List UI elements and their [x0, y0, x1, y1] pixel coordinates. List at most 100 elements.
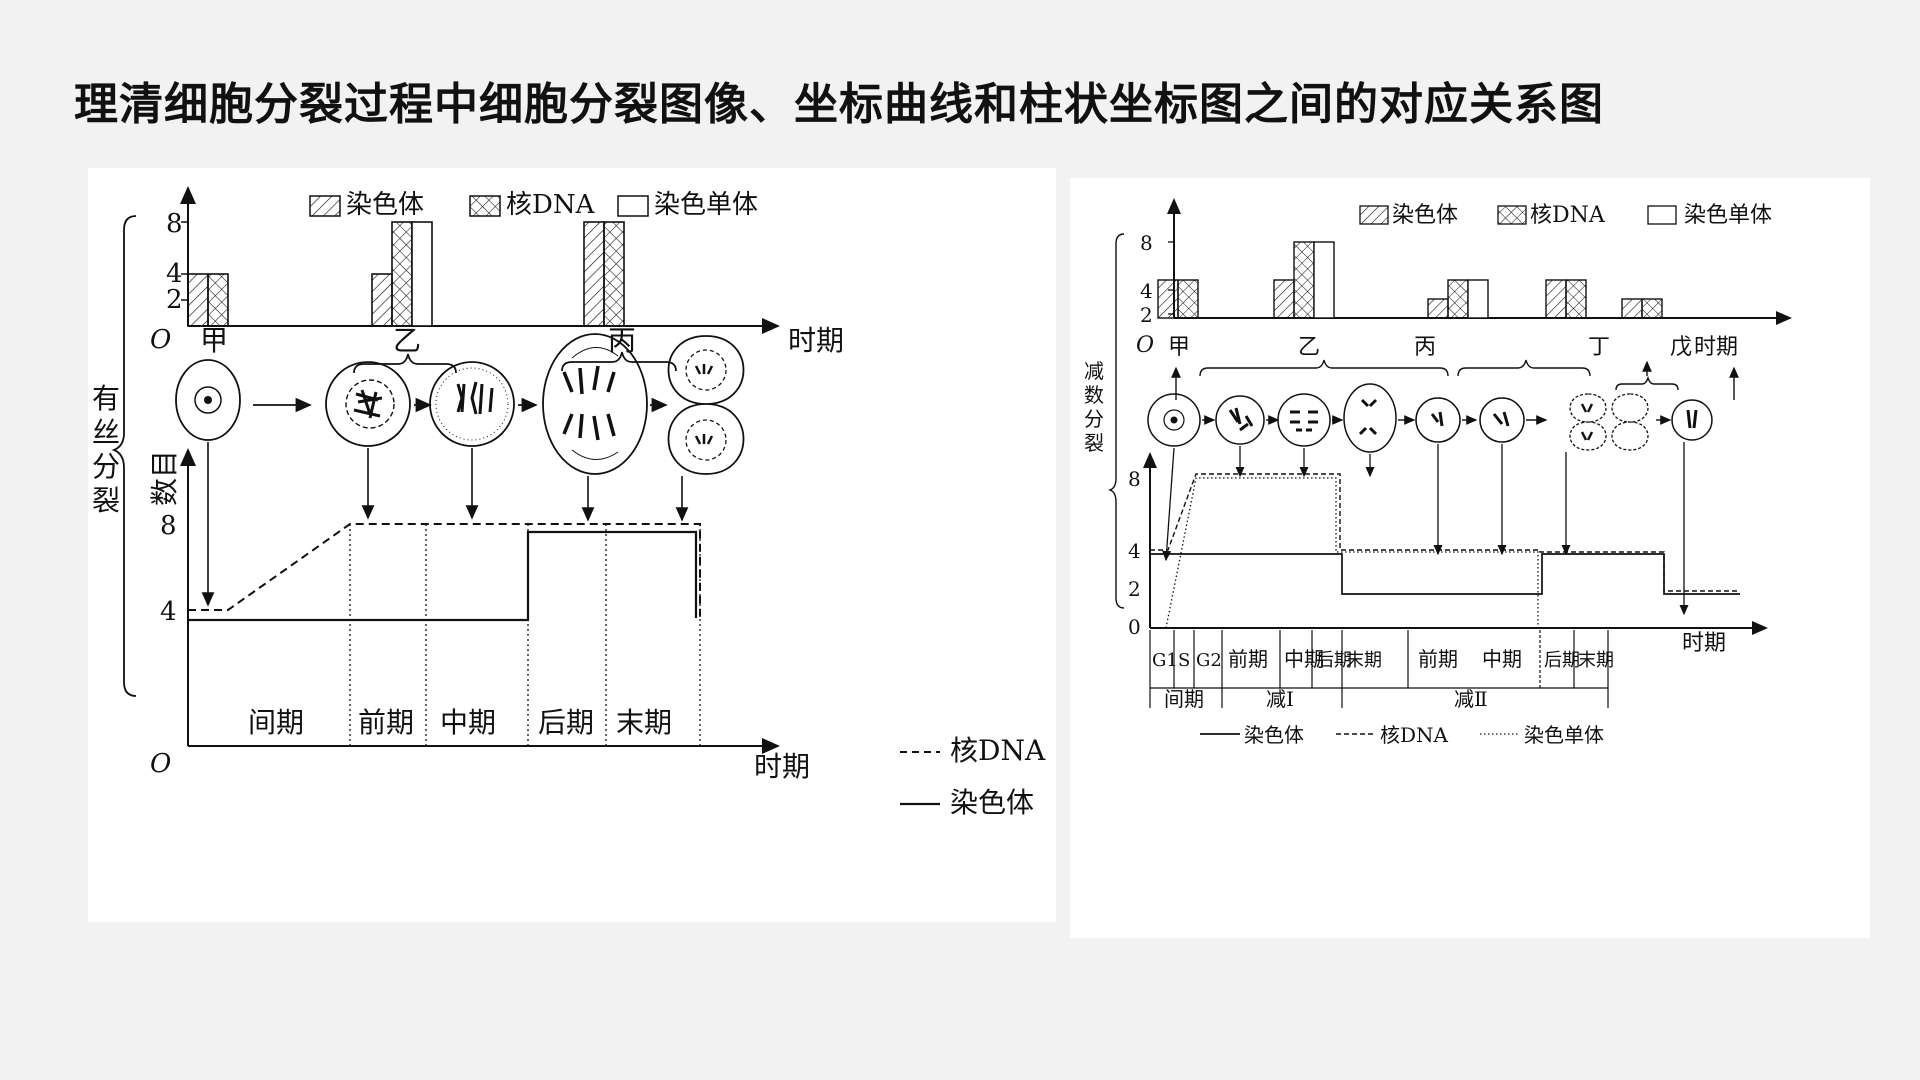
legend-chromosome-label: 染色体	[346, 190, 424, 220]
legend-dna-swatch	[469, 195, 501, 217]
legend: 染色体 核DNA 染色单体	[309, 190, 758, 220]
line-y-label: 数目	[148, 450, 181, 506]
stage-label-yi: 乙	[393, 324, 421, 357]
curve-legend-chromosome: 染色体	[1244, 723, 1304, 747]
chromosome-curve	[1150, 553, 1740, 595]
mitosis-figure: 染色体 核DNA 染色单体 8 4 2 O 时期 甲 乙 丙 有丝分裂	[88, 168, 1056, 922]
legend-dna-swatch	[1497, 205, 1527, 225]
meiosis-cells	[1147, 383, 1713, 453]
cell-metaphase	[429, 361, 515, 447]
bar-dna	[391, 221, 413, 327]
brace-yi	[353, 353, 457, 374]
legend-chromosome-swatch	[309, 195, 341, 217]
bar-dna	[1177, 279, 1199, 319]
line-chart: 8 4 2 0 时期 G1 S G2 前期 中期 后期	[1128, 452, 1768, 747]
phase-label: 中期	[1284, 647, 1324, 671]
bar-chromatid	[1313, 241, 1335, 319]
bar-dna	[1447, 279, 1469, 319]
side-label: 有丝分裂	[92, 382, 120, 517]
bar-dna	[1641, 298, 1663, 319]
bar-tick-8: 8	[166, 209, 183, 239]
bar-chart: 8 4 2 O 甲 乙 丙 丁 戊 时期	[1136, 198, 1792, 360]
brace-bing	[561, 351, 677, 372]
phase-label: 末期	[1578, 650, 1614, 671]
curve-legend-chromatid: 染色单体	[1524, 723, 1604, 747]
phase-label: G1	[1152, 650, 1178, 671]
bar-tick-2: 2	[166, 285, 183, 315]
stage-label-bing: 丙	[1414, 335, 1436, 360]
bar-dna	[207, 273, 229, 327]
phase-label: S	[1178, 650, 1190, 671]
bar-chromosome	[187, 273, 209, 327]
bar-chromosome	[1157, 279, 1179, 319]
phase-label: 末期	[616, 706, 672, 739]
chromosome-curve	[188, 530, 698, 622]
cell-telophase	[667, 335, 745, 475]
phase-label: 后期	[538, 706, 594, 739]
phase-group-label: 间期	[1164, 687, 1204, 711]
stage-label-yi: 乙	[1298, 335, 1320, 360]
line-tick-8: 8	[160, 511, 177, 541]
stage-label-bing: 丙	[608, 324, 636, 357]
dna-curve	[1150, 473, 1740, 592]
line-tick-4: 4	[1128, 539, 1141, 563]
bar-dna	[1293, 241, 1315, 319]
phase-label: 前期	[1228, 647, 1268, 671]
phase-label: 中期	[440, 706, 496, 739]
brace-yi	[1199, 359, 1449, 377]
phase-label: 前期	[358, 706, 414, 739]
slide-title: 理清细胞分裂过程中细胞分裂图像、坐标曲线和柱状坐标图之间的对应关系图	[74, 79, 1604, 130]
side-label: 减数分裂	[1084, 359, 1104, 455]
stage-label-jia: 甲	[1168, 335, 1190, 360]
bar-chromosome	[1273, 279, 1295, 319]
stage-label-ding: 丁	[1588, 335, 1610, 360]
curve-legend-chromosome: 染色体	[950, 786, 1034, 819]
meiosis-bars	[1157, 241, 1663, 319]
brace-ding	[1615, 375, 1679, 391]
chromatid-curve	[1165, 477, 1539, 629]
bar-chromosome	[1427, 298, 1449, 319]
legend-chromatid-swatch	[617, 195, 649, 217]
brace-bing	[1457, 359, 1591, 377]
cell-anaphase	[542, 333, 648, 475]
legend-chromatid-label: 染色单体	[654, 190, 758, 220]
phase-group-label: 减Ⅰ	[1266, 687, 1294, 711]
legend-chromatid-label: 染色单体	[1684, 203, 1772, 228]
cell-prophase	[325, 361, 411, 447]
bar-x-axis-label: 时期	[1694, 335, 1738, 360]
phase-label: G2	[1196, 650, 1222, 671]
phase-label: 前期	[1418, 647, 1458, 671]
curve-legend-dna: 核DNA	[1380, 723, 1449, 747]
line-origin: O	[150, 749, 171, 779]
cell-interphase	[175, 359, 241, 441]
phase-group-label: 减Ⅱ	[1454, 687, 1488, 711]
curve-legend-dna: 核DNA	[950, 734, 1046, 767]
phase-label: 后期	[1316, 650, 1352, 671]
bar-tick-4: 4	[166, 259, 183, 289]
legend: 染色体 核DNA 染色单体	[1359, 203, 1772, 228]
stage-label-wu: 戊	[1670, 335, 1692, 360]
side-brace	[111, 215, 137, 697]
line-tick-8: 8	[1128, 467, 1141, 491]
legend-dna-label: 核DNA	[1530, 203, 1606, 228]
phase-label: 间期	[248, 706, 304, 739]
legend-chromosome-label: 染色体	[1392, 203, 1458, 228]
mitosis-bars	[187, 221, 625, 327]
bar-x-axis-label: 时期	[788, 324, 844, 357]
line-x-axis-label: 时期	[1682, 631, 1726, 656]
legend-chromatid-swatch	[1647, 205, 1677, 225]
line-chart: 数目 8 4 O 时期 间期 前期 中期 后期 末期 核DNA 染色体	[148, 448, 1046, 819]
legend-chromosome-swatch	[1359, 205, 1389, 225]
bar-chromosome	[371, 273, 393, 327]
bar-tick-4: 4	[1140, 279, 1153, 303]
bar-origin: O	[1136, 333, 1154, 358]
phase-label: 后期	[1544, 650, 1580, 671]
phase-label: 末期	[1346, 650, 1382, 671]
bar-chromatid	[1467, 279, 1489, 319]
bar-origin: O	[150, 325, 171, 355]
bar-dna	[1565, 279, 1587, 319]
bar-chart: 8 4 2 O 时期 甲 乙 丙	[150, 186, 844, 357]
bar-tick-8: 8	[1140, 231, 1153, 255]
line-tick-2: 2	[1128, 577, 1141, 601]
legend-dna-label: 核DNA	[506, 190, 596, 220]
